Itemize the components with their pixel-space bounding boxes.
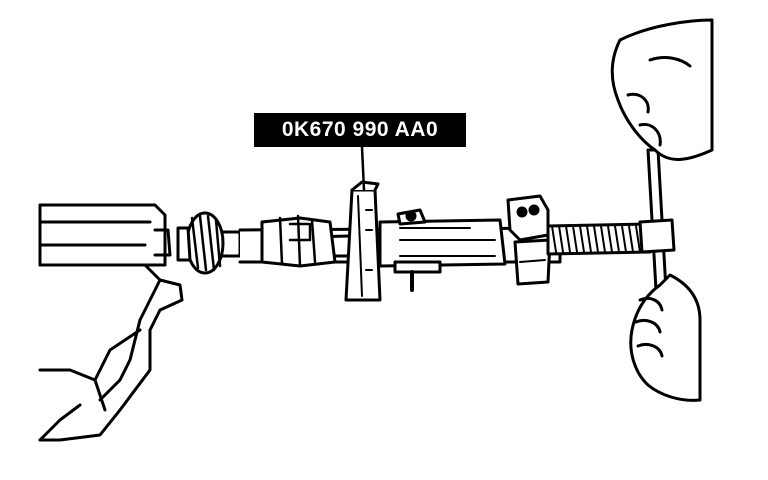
forcing-screw	[546, 222, 652, 256]
puller-plate	[344, 180, 382, 302]
tool-number-callout: 0K670 990 AA0	[254, 113, 466, 147]
bearing-sleeve	[260, 214, 337, 268]
callout-leader-line	[360, 145, 366, 192]
tool-number-label: 0K670 990 AA0	[281, 118, 439, 141]
puller-yoke	[506, 194, 552, 286]
transmission-case	[38, 203, 184, 442]
output-gear	[176, 211, 242, 275]
lower-hand	[629, 273, 702, 402]
puller-body	[378, 208, 507, 292]
upper-hand	[610, 18, 714, 161]
